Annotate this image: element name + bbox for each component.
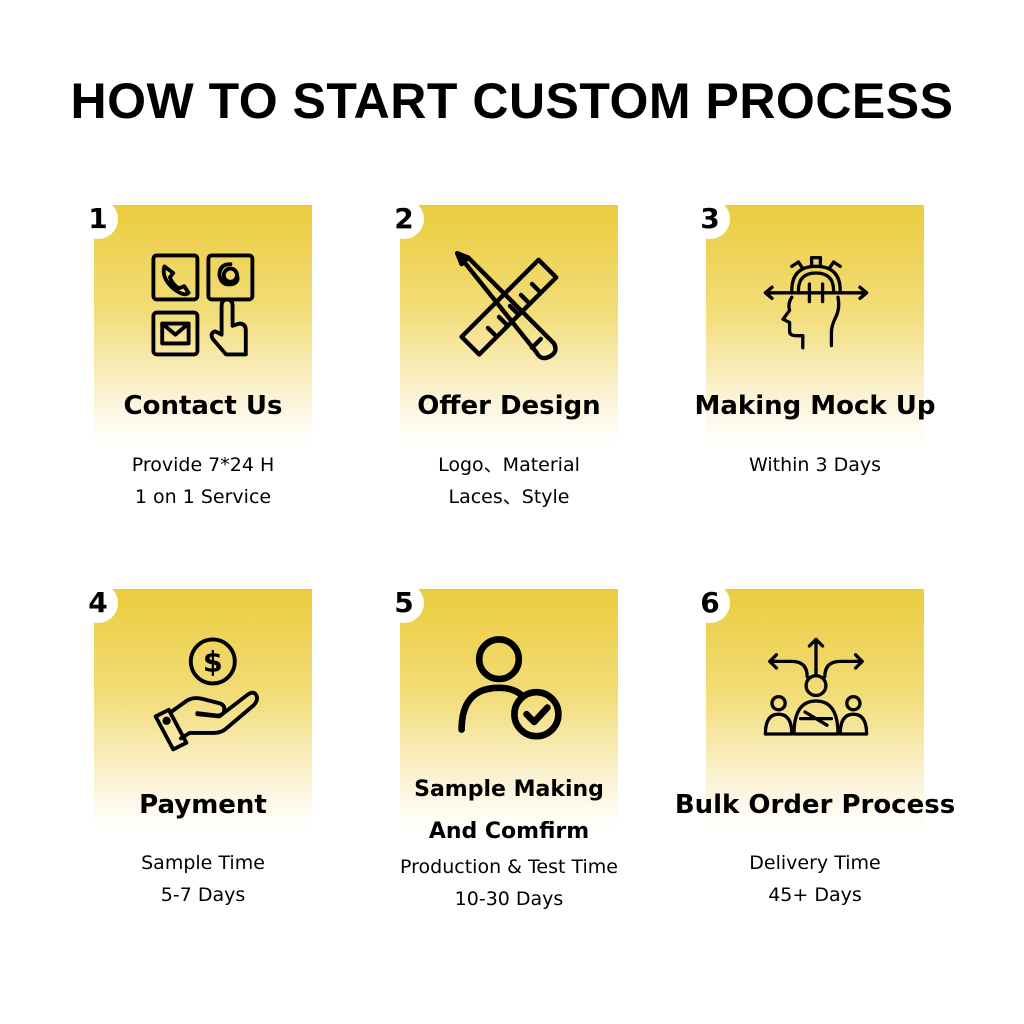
step-title-line: Sample Making — [414, 777, 604, 802]
svg-text:$: $ — [203, 644, 223, 678]
step-number: 1 — [78, 199, 118, 239]
head-gear-icon — [761, 251, 871, 361]
step-description: Provide 7*24 H 1 on 1 Service — [44, 449, 362, 513]
step-description-line: Provide 7*24 H — [131, 454, 275, 476]
step-description-line: 1 on 1 Service — [134, 486, 272, 508]
step-description-line: Logo、Material — [438, 454, 580, 476]
step-panel — [400, 589, 618, 829]
user-check-icon — [455, 635, 565, 745]
page-title: HOW TO START CUSTOM PROCESS — [70, 73, 954, 129]
step-number: 3 — [690, 199, 730, 239]
step-description: Within 3 Days — [656, 449, 974, 481]
step-description: Production & Test Time 10-30 Days — [350, 851, 668, 915]
step-description-line: Production & Test Time — [400, 856, 618, 878]
step-card-contact-us: 1 Contact Us Provide 7*24 H 1 on 1 Servi… — [78, 199, 312, 508]
step-title: Contact Us — [123, 391, 283, 421]
step-card-sample-making: 5 Sample Making And Comfirm Production &… — [384, 583, 618, 910]
team-directions-icon — [761, 635, 871, 745]
step-card-making-mock-up: 3 Making Mock Up Within 3 Days — [690, 199, 936, 476]
step-title: Sample Making And Comfirm — [355, 769, 663, 853]
step-description-line: 45+ Days — [768, 884, 862, 906]
step-description-line: Laces、Style — [448, 486, 570, 508]
step-description-line: Within 3 Days — [748, 454, 882, 476]
step-description-line: 10-30 Days — [454, 888, 564, 910]
contact-channels-icon — [149, 251, 259, 361]
step-description: Sample Time 5-7 Days — [44, 847, 362, 911]
step-title: Bulk Order Process — [674, 790, 956, 820]
step-title-line: And Comfirm — [428, 819, 590, 844]
step-description: Logo、Material Laces、Style — [350, 449, 668, 513]
step-number: 5 — [384, 583, 424, 623]
step-title: Payment — [139, 790, 267, 820]
pencil-ruler-icon — [455, 251, 565, 361]
step-panel — [706, 205, 924, 445]
step-panel — [94, 589, 312, 829]
step-card-offer-design: 2 Offer Design Logo、Material Laces、Style — [384, 199, 618, 508]
step-panel — [706, 589, 924, 829]
step-number: 2 — [384, 199, 424, 239]
step-card-payment: 4 $ Payment Sample Time 5-7 Days — [78, 583, 312, 906]
step-panel — [94, 205, 312, 445]
step-title: Offer Design — [417, 391, 601, 421]
step-description: Delivery Time 45+ Days — [656, 847, 974, 911]
step-title: Making Mock Up — [694, 391, 936, 421]
step-number: 6 — [690, 583, 730, 623]
step-description-line: Delivery Time — [749, 852, 881, 874]
step-description-line: 5-7 Days — [160, 884, 246, 906]
step-number: 4 — [78, 583, 118, 623]
step-description-line: Sample Time — [141, 852, 265, 874]
step-card-bulk-order: 6 Bulk Order Process Delivery Time 45+ D… — [675, 583, 955, 906]
hand-coin-icon: $ — [149, 635, 259, 752]
